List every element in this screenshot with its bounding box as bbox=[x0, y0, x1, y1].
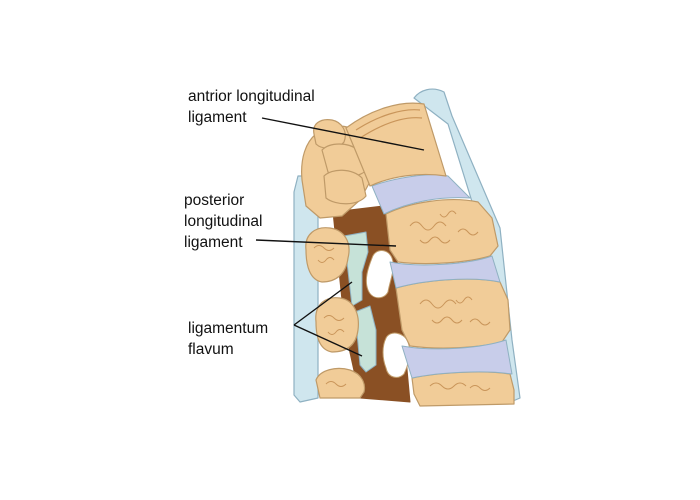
intervertebral-disc-top bbox=[371, 174, 471, 215]
label-posterior-line-1: posterior bbox=[184, 192, 245, 209]
leader-anterior bbox=[261, 117, 425, 151]
lamina-bottom bbox=[315, 367, 366, 399]
label-flavum-line-1: ligamentum bbox=[188, 320, 269, 337]
label-anterior-line-2: ligament bbox=[188, 109, 247, 126]
label-anterior-line-1: antrior longitudinal bbox=[188, 88, 315, 105]
label-posterior-longitudinal-ligament: posterior longitudinal ligament bbox=[184, 190, 262, 253]
leader-lines bbox=[255, 117, 425, 357]
label-posterior-line-2: longitudinal bbox=[184, 213, 263, 230]
top-endplate-rings bbox=[355, 109, 423, 139]
facet-top-3 bbox=[323, 169, 367, 205]
trabecular-texture bbox=[313, 210, 491, 391]
vertebral-body-3 bbox=[411, 371, 515, 407]
lamina-mid-1 bbox=[305, 227, 350, 283]
intervertebral-disc-2 bbox=[401, 339, 513, 379]
lamina-mid-2 bbox=[315, 297, 359, 353]
foramen-upper bbox=[365, 250, 394, 299]
label-ligamentum-flavum: ligamentum flavum bbox=[188, 318, 268, 360]
label-posterior-line-3: ligament bbox=[184, 234, 243, 251]
vertebral-body-2 bbox=[395, 278, 511, 349]
label-anterior-longitudinal-ligament: antrior longitudinal ligament bbox=[188, 86, 315, 128]
leader-flavum-upper bbox=[293, 281, 353, 326]
intervertebral-disc-1 bbox=[389, 255, 501, 289]
leader-posterior bbox=[255, 239, 397, 247]
vertebral-body-1 bbox=[385, 199, 499, 265]
label-flavum-line-2: flavum bbox=[188, 341, 234, 358]
foramen-lower bbox=[382, 332, 411, 378]
leader-flavum-lower bbox=[293, 324, 363, 357]
